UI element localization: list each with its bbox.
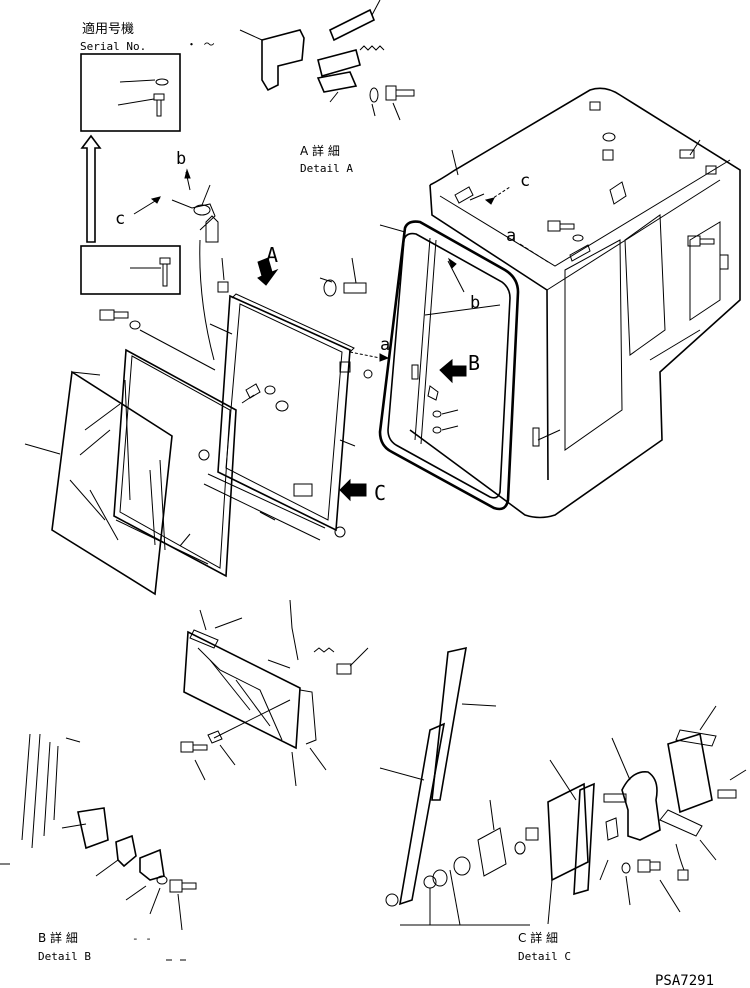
up-arrow-icon bbox=[80, 134, 102, 243]
latch-assembly: b c bbox=[99, 149, 216, 371]
rear-window bbox=[624, 214, 666, 356]
direction-label-a-cab: a bbox=[506, 226, 516, 246]
direction-label-b-cab: b bbox=[470, 293, 480, 313]
cab-body: c a bbox=[409, 87, 741, 519]
door-glass bbox=[24, 370, 173, 596]
detail-b-assembly: B 詳 細 - - Detail B bbox=[0, 733, 197, 963]
detail-a-assembly: A 詳 細 Detail A bbox=[239, 0, 415, 175]
detail-a-label-jp: A 詳 細 bbox=[300, 143, 340, 158]
direction-label-c-cab: c bbox=[520, 171, 530, 191]
drawing-id: PSA7291 bbox=[655, 973, 714, 988]
view-arrow-b-icon bbox=[439, 358, 467, 384]
detail-b-label-en: Detail B bbox=[38, 950, 91, 963]
washer-icon bbox=[323, 279, 337, 297]
detail-b-label-jp: B 詳 細 bbox=[38, 930, 78, 945]
view-arrow-c-icon bbox=[339, 478, 367, 502]
serial-number-block: 適用号機 Serial No. ・ ～ bbox=[80, 21, 215, 295]
serial-detail-box-2 bbox=[80, 245, 181, 295]
serial-detail-box bbox=[80, 53, 181, 132]
door-seal: b B bbox=[378, 220, 520, 511]
washer-icon bbox=[369, 87, 379, 103]
glass-channel bbox=[113, 348, 276, 578]
detail-b-dash: - - bbox=[132, 932, 152, 945]
bracket-icon bbox=[261, 29, 305, 92]
lever-icon bbox=[328, 8, 376, 42]
detail-c-assembly: C 詳 細 Detail C bbox=[379, 646, 747, 963]
bolt-head-icon bbox=[153, 93, 165, 101]
view-arrow-c-label: C bbox=[374, 481, 386, 505]
view-arrow-a-icon bbox=[257, 257, 279, 286]
serial-title-jp: 適用号機 bbox=[82, 21, 134, 37]
direction-label-b-latch: b bbox=[176, 149, 186, 169]
direction-label-a-frame: a bbox=[380, 335, 390, 355]
view-arrow-b-label: B bbox=[468, 351, 480, 375]
direction-label-c-latch: c bbox=[115, 209, 125, 229]
detail-a-label-en: Detail A bbox=[300, 162, 353, 175]
serial-range-mark: ・ ～ bbox=[186, 38, 215, 51]
bolt-icon bbox=[395, 89, 415, 97]
sliding-sash bbox=[180, 599, 369, 787]
door-frame: a A C bbox=[199, 215, 390, 541]
detail-c-label-jp: C 詳 細 bbox=[518, 930, 558, 945]
spring-icon bbox=[359, 45, 385, 51]
detail-c-label-en: Detail C bbox=[518, 950, 571, 963]
lock-body-icon bbox=[621, 771, 661, 841]
serial-title-en: Serial No. bbox=[80, 40, 146, 53]
pin-icon bbox=[343, 282, 367, 294]
washer-icon bbox=[155, 78, 169, 86]
view-arrow-a-label: A bbox=[266, 243, 278, 267]
